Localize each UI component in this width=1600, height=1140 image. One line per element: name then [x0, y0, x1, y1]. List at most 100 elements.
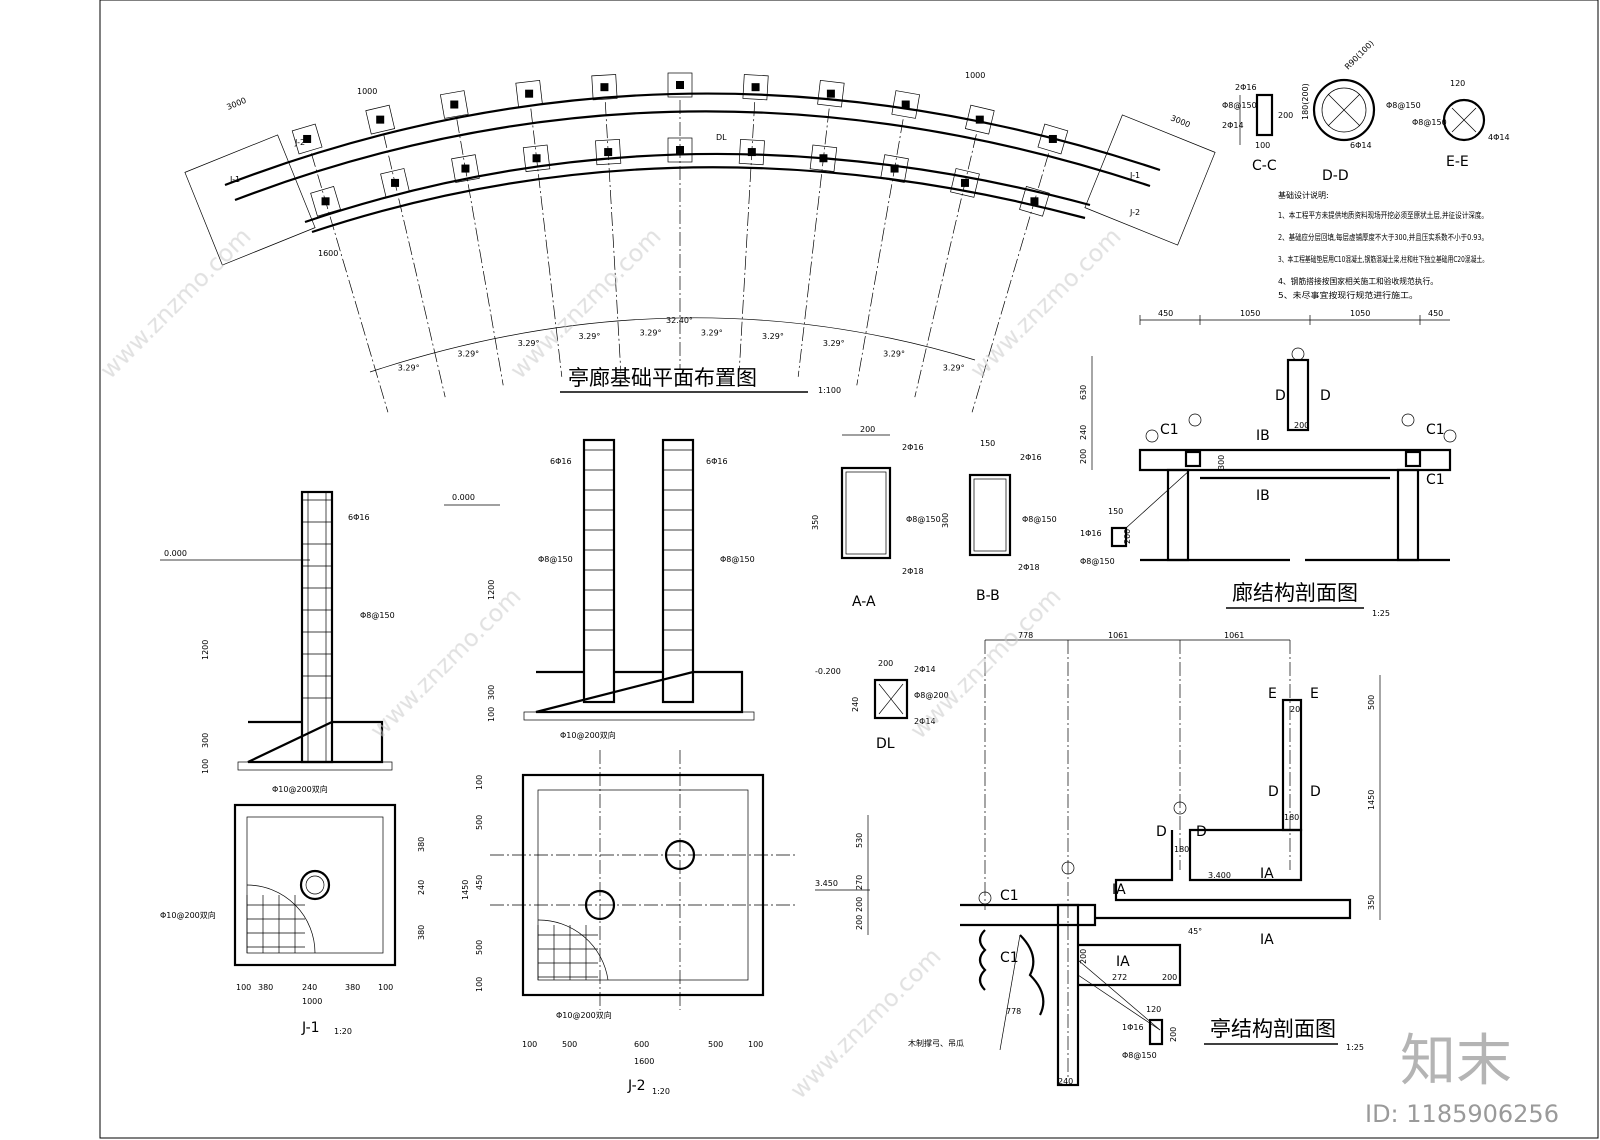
pav-misc-3: 200 [1162, 973, 1177, 982]
plan-label-j2b: J-2 [1129, 208, 1140, 217]
plan-footing-pad [522, 144, 551, 172]
j1-scale: 1:20 [334, 1027, 352, 1036]
j2-dim-pv1: 500 [475, 815, 484, 830]
pavilion-title: 亭结构剖面图 [1210, 1017, 1336, 1041]
j1-dim-v0: 1200 [201, 640, 210, 660]
j2-dim-h2: 600 [634, 1040, 649, 1049]
aa-top: 2Φ16 [902, 443, 924, 452]
plan-footing-pad [1037, 123, 1069, 155]
aa-bot: 2Φ18 [902, 567, 924, 576]
pav-note: 木制撑弓、吊瓜 [908, 1038, 964, 1048]
dd-rebar: 6Φ14 [1350, 141, 1372, 150]
pav-dim-top1: 1061 [1108, 631, 1128, 640]
plan-footing-pad [365, 104, 396, 135]
j1-dim-total: 1000 [302, 997, 322, 1006]
dd-dim: 180(200) [1301, 83, 1310, 120]
plan-column [600, 83, 609, 92]
pav-dim-r1: 1450 [1367, 790, 1376, 810]
plan-angle-label: 3.29° [701, 328, 723, 337]
notes-item-3: 3、本工程基础垫层用C10混凝土,钢筋混凝土梁,柱和柱下独立基础用C20混凝土。 [1278, 254, 1488, 264]
j2-mesh-elev: Φ10@200双向 [560, 730, 616, 740]
j2-dim-h4: 100 [748, 1040, 763, 1049]
plan-angle-label: 3.29° [943, 364, 965, 373]
pav-misc-1: 180 [1284, 813, 1299, 822]
corridor-dim-2: 1050 [1350, 309, 1370, 318]
plan-column [826, 89, 835, 98]
plan-footing-pad [891, 90, 921, 119]
pav-elev-mid: 3.400 [1208, 871, 1231, 880]
plan-footing-pad [742, 74, 769, 101]
section-aa: 200 350 2Φ16 Φ8@150 2Φ18 A-A [811, 425, 941, 610]
cc-title: C-C [1252, 158, 1277, 174]
corridor-label-d-right: D [1320, 388, 1331, 404]
pav-small-w: 120 [1146, 1005, 1161, 1014]
j2-scale: 1:20 [652, 1087, 670, 1096]
dl-h: 240 [851, 697, 860, 712]
corridor-small-w: 150 [1108, 507, 1123, 516]
plan-footing-pad [950, 168, 980, 198]
plan-column [890, 164, 899, 173]
plan-footing-pad [738, 139, 765, 166]
plan-axis-line [311, 153, 389, 413]
j2-stirrup-right: Φ8@150 [720, 555, 755, 564]
j1-mesh-elev: Φ10@200双向 [272, 784, 328, 794]
corridor-dim-v0: 630 [1079, 385, 1088, 400]
j1-dim-pv1: 240 [417, 880, 426, 895]
pav-misc-4: 272 [1112, 973, 1127, 982]
pav-label-ia1: IA [1112, 882, 1126, 898]
dl-stirrup: Φ8@200 [914, 691, 949, 700]
pav-label-c1-b: C1 [1000, 950, 1019, 966]
plan-column [1030, 197, 1039, 206]
ee-stirrup: Φ8@150 [1412, 118, 1447, 127]
dd-title: D-D [1322, 168, 1349, 184]
plan-footing-pad [451, 154, 480, 183]
pav-label-e-right: E [1310, 686, 1319, 702]
pav-dim-top0: 778 [1018, 631, 1033, 640]
notes-item-4: 4、钢筋搭接按国家相关施工和验收规范执行。 [1278, 276, 1438, 286]
j2-dim-v1: 300 [487, 685, 496, 700]
pavilion-section: 778 1061 1061 500 1450 350 530 270 200 2… [815, 631, 1381, 1087]
plan-footing-pad [880, 154, 909, 183]
plan-footing-pad [667, 72, 693, 98]
plan-axis-line [797, 108, 830, 377]
drawing-frame [99, 0, 1599, 1139]
plan-column [532, 154, 541, 163]
pav-dim-l1: 270 [855, 875, 864, 890]
plan-view: 3000 1000 1600 3000 1000 J-1 J-2 J-1 J-2… [184, 71, 1216, 413]
plan-label-dl: DL [716, 133, 727, 142]
pav-label-d1: D [1268, 784, 1279, 800]
corridor-dim-1: 1050 [1240, 309, 1260, 318]
pav-misc-7: 240 [1058, 1077, 1073, 1086]
section-dd: R90(100) 180(200) Φ8@150 6Φ14 D-D [1301, 39, 1421, 184]
plan-footing-pad [310, 185, 341, 217]
pav-label-c1-a: C1 [1000, 888, 1019, 904]
corridor-dim-v2: 200 [1079, 449, 1088, 464]
footing-j1: 0.000 6Φ16 Φ8@150 Φ10@200双向 1200 300 100… [160, 490, 426, 1036]
plan-footing-pad [817, 79, 845, 108]
j1-dim-pv2: 380 [417, 925, 426, 940]
j2-dim-pv2: 450 [475, 875, 484, 890]
corridor-label-c1-right-b: C1 [1426, 472, 1445, 488]
plan-axis-line [530, 108, 563, 377]
j2-dim-total-v: 1450 [461, 880, 470, 900]
corridor-dim-3: 450 [1428, 309, 1443, 318]
dl-title: DL [876, 736, 895, 752]
plan-angle-label: 3.29° [762, 332, 784, 341]
j1-mesh-plan: Φ10@200双向 [160, 910, 216, 920]
j2-dim-h1: 500 [562, 1040, 577, 1049]
plan-footing-pad [667, 137, 693, 163]
plan-label-j1b: J-1 [1129, 171, 1140, 180]
plan-footing-pad [291, 123, 323, 155]
plan-dim-0: 3000 [225, 96, 247, 112]
bb-w: 150 [980, 439, 995, 448]
watermark-site-2: www.znzmo.com [504, 222, 666, 384]
plan-footing-pad [1019, 185, 1050, 217]
pav-small-stirrup: Φ8@150 [1122, 1051, 1157, 1060]
j1-dim-h3: 380 [345, 983, 360, 992]
corridor-label-c1-right: C1 [1426, 422, 1445, 438]
j1-stirrup: Φ8@150 [360, 611, 395, 620]
pav-label-ia2: IA [1260, 866, 1274, 882]
pav-dim-l3: 200 [855, 915, 864, 930]
plan-column [901, 100, 910, 109]
j2-elev: 0.000 [452, 493, 475, 502]
